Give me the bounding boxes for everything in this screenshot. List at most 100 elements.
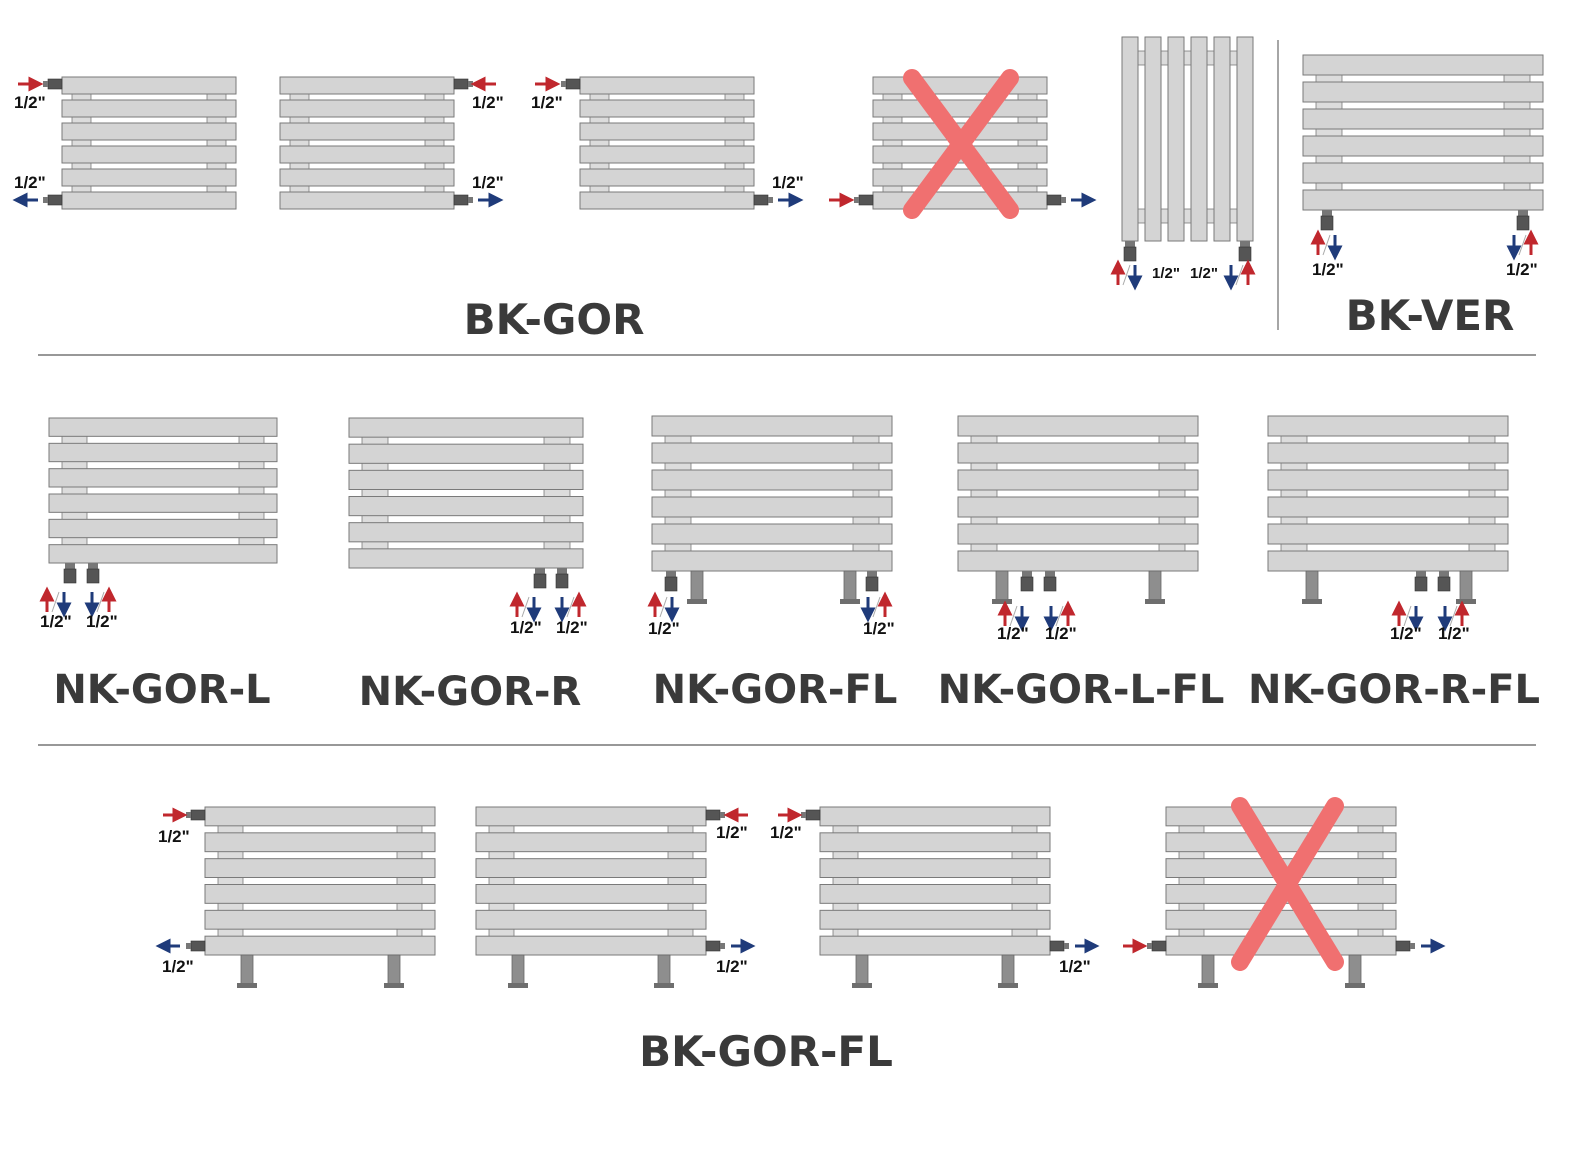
radiator-foot [840,599,860,604]
radiator-bar [204,806,436,827]
radiator-bar [872,168,1048,187]
connection-size-label: 1/2" [1506,260,1538,279]
radiator-bar [957,496,1199,518]
radiator-bar [475,832,707,853]
radiator-collector [724,78,745,208]
radiator-collector [832,808,859,954]
valve-nut [805,809,821,821]
radiator-foot [852,983,872,988]
radiator-bar [1267,523,1509,545]
valve-nut [453,194,469,206]
radiator-bar [204,935,436,956]
valve-nut [1020,576,1034,592]
radiator-bar [61,76,237,95]
valve-pipe [65,563,75,569]
valve-pipe [1518,210,1528,216]
radiator-bar [819,884,1051,904]
radiator-bar [819,858,1051,879]
valve-icon [865,571,879,592]
valve-icon [186,809,206,821]
radiator [1267,415,1509,604]
extras-group [903,36,1344,971]
radiator-bar [579,122,755,141]
radiator-bar [957,550,1199,572]
slash-separator [1009,605,1018,627]
radiator-bar [279,168,455,187]
radiator-bar [348,443,584,464]
slash-separator [1403,605,1412,627]
radiator-collector [1017,78,1038,208]
radiator-collector [488,808,515,954]
valve-icon [86,563,100,584]
radiator-leg [1001,954,1015,988]
radiator-bar [579,76,755,95]
valve-pipe [1045,571,1055,577]
forbidden-cross-icon [903,69,1019,219]
radiator-bar [819,832,1051,853]
section-title-nk-gor-l: NK-GOR-L [53,667,270,713]
radiator-bar [1302,81,1544,103]
connection-size-label: 1/2" [1390,624,1422,643]
radiator-leg [690,570,704,604]
radiator-bar [579,168,755,187]
connection-size-label: 1/2" [1312,260,1344,279]
valve-nut [63,568,77,584]
radiator-collector [543,419,571,567]
radiator-collector [1315,56,1343,209]
valve-pipe [867,571,877,577]
radiator-bar [475,909,707,930]
valve-pipe [768,197,773,203]
slash-separator [1122,264,1131,286]
connection-size-label: 1/2" [556,618,588,637]
radiator-collector [217,808,244,954]
valve-icon [753,194,773,206]
valve-icon [533,568,547,589]
radiator-collector [361,419,389,567]
radiator-bar [1267,415,1509,437]
valve-icon [186,940,206,952]
valve-icon [801,809,821,821]
connection-size-label: 1/2" [472,93,504,112]
valve-pipe [1147,943,1152,949]
radiator-collector [1011,808,1038,954]
slash-separator [51,591,60,613]
radiator-bar [651,550,893,572]
valve-nut [47,78,63,90]
valve-icon [1020,571,1034,592]
valve-icon [705,809,725,821]
radiator [204,806,436,988]
radiator-bar [1267,469,1509,491]
radiator-bar [61,145,237,164]
radiator-bar [348,496,584,517]
radiator-bar [651,415,893,437]
radiator-bar [475,806,707,827]
radiator-bar [279,99,455,118]
radiator-leg [995,570,1009,604]
radiator-bar [579,191,755,210]
radiator-collector [61,419,88,562]
connection-size-label: 1/2" [472,173,504,192]
radiator [651,415,893,604]
radiator-bar [1167,36,1185,242]
radiator-foot [1345,983,1365,988]
radiator-foot [1302,599,1322,604]
valve-icon [1395,940,1415,952]
radiator-collector [1123,50,1251,66]
radiator-leg [855,954,869,988]
valve-nut [86,568,100,584]
valve-nut [705,940,721,952]
valve-icon [1147,940,1167,952]
radiator-bar [61,122,237,141]
radiator-foot [384,983,404,988]
slash-separator [96,591,105,613]
radiator-bar [1302,108,1544,130]
radiator-leg [843,570,857,604]
valve-icon [1123,241,1137,262]
radiator-bar [1302,189,1544,211]
connection-size-label: 1/2" [1190,265,1218,282]
valve-icon [453,194,473,206]
connection-size-label: 1/2" [648,619,680,638]
radiator-collector [589,78,610,208]
valve-pipe [1416,571,1426,577]
radiator-collector [1123,208,1251,224]
